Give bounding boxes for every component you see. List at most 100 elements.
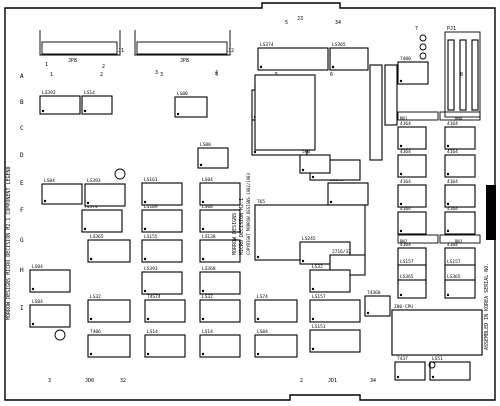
ic-chip-label: LS51 (432, 356, 443, 362)
ic-chip-label: LS14 (84, 90, 95, 96)
ic-chip-label: LS04 (257, 329, 268, 335)
rn2-label: RN2 (400, 239, 408, 244)
connector-jd0-pin-32: 32 (120, 378, 126, 384)
ic-chip-body (197, 147, 229, 169)
serial-number-bar (486, 185, 496, 240)
pin1-marker (201, 200, 205, 204)
connector-j3-pin-34: 34 (335, 20, 341, 26)
ic-chip-body (41, 183, 83, 205)
ic-chip-body (199, 271, 241, 295)
pin1-marker (89, 257, 93, 261)
ic-chip-label: LS04 (44, 178, 55, 184)
pin1-marker (86, 201, 90, 205)
ic-chip-body (81, 209, 123, 233)
pin1-marker (41, 109, 45, 113)
pin1-marker (311, 175, 315, 179)
connector-jd1-pin-34: 34 (370, 378, 376, 384)
ic-chip-label: 7406 (90, 329, 101, 335)
ic-chip-body (257, 47, 329, 71)
ic-chip-body (144, 334, 186, 358)
pin1-marker (396, 375, 400, 379)
ic-chip-body (87, 334, 131, 358)
ic-chip-label: 765 (257, 199, 265, 205)
pin1-marker (446, 144, 450, 148)
connector-jp8-label: JP8 (68, 58, 77, 64)
ic-chip-body (199, 209, 241, 233)
ic-chip-label: Z80-CPU (394, 304, 413, 310)
pin1-marker (399, 172, 403, 176)
ic-chip-label: 4164 (447, 206, 458, 212)
ic-chip-label: 74368 (367, 290, 381, 296)
ic-chip-label: LS04 (202, 177, 213, 183)
pin1-marker (399, 79, 403, 83)
ic-chip-body (429, 361, 471, 381)
ic-chip-label: 4164 (400, 149, 411, 155)
left-legend: MORROW DESIGNS MICRO DECISION M2.1 COMPO… (6, 166, 12, 320)
pin1-marker (256, 255, 260, 259)
ic-chip-label: 4164 (447, 121, 458, 127)
ic-chip-body (141, 239, 183, 263)
pin1-marker (176, 112, 180, 116)
ic-chip-label: LS374 (260, 42, 274, 48)
pin1-marker (331, 65, 335, 69)
pin1-marker (301, 259, 305, 263)
pin1-marker (446, 202, 450, 206)
center-text-1: MORROW DESIGNS (232, 213, 238, 255)
pin1-marker (43, 199, 47, 203)
pin1-marker (301, 168, 305, 172)
pin1-marker (311, 317, 315, 321)
ic-chip-body (29, 269, 71, 293)
ic-chip-label: LS365 (447, 274, 461, 280)
ic-chip-label: LS08 (202, 204, 213, 210)
large-ic-6821-area (254, 64, 483, 356)
ic-chip-label: LS138 (202, 234, 216, 240)
ic-chip-body (87, 299, 131, 323)
ic-chip-body (87, 239, 131, 263)
ic-chip-label: 500 (302, 149, 310, 155)
ic-chip-body (81, 95, 113, 115)
ic-chip-label: LS161 (144, 177, 158, 183)
row-letter: B (20, 99, 24, 106)
right-legend: ASSEMBLED IN KOREA SERIAL NO. (484, 263, 490, 350)
pin1-marker (399, 202, 403, 206)
ic-chip-label: LS365 (400, 274, 414, 280)
ic-chip-body (397, 126, 427, 150)
ic-chip-body (299, 154, 331, 174)
ic-chip-body (309, 299, 361, 323)
column-number: 6 (330, 72, 333, 78)
ic-chip-label: LS365 (332, 42, 346, 48)
pin1-marker (199, 163, 203, 167)
right-legend-text: ASSEMBLED IN KOREA SERIAL NO. (484, 263, 490, 350)
ic-chip-body (444, 211, 476, 235)
ic-chip-label: LS393 (144, 266, 158, 272)
ic-chip-body (39, 95, 81, 115)
ic-chip-label: LS08 (200, 142, 211, 148)
ic-chip-label: 4164 (400, 242, 411, 248)
ic-chip-label: LS368 (202, 266, 216, 272)
ic-chip-body (397, 211, 427, 235)
ic-chip-body (199, 299, 241, 323)
connector-pj1-label: PJ1 (447, 26, 456, 32)
center-legend: MORROW DESIGNS MICRO DECISION M2.1 COPYR… (232, 173, 251, 255)
connector-pin-2: 2 (102, 64, 105, 70)
ic-chip-body (444, 154, 476, 178)
ic-chip-label: LS245 (302, 236, 316, 242)
ic-chip-label: LS157 (400, 259, 414, 265)
ic-chip-body (29, 304, 71, 328)
ic-chip-body (199, 239, 241, 263)
row-letter: I (20, 305, 24, 312)
ic-chip-label: 4164 (400, 179, 411, 185)
ic-chip-body (327, 182, 369, 206)
ic-chip-label: LS365 (90, 234, 104, 240)
ic-chip-label: 4164 (447, 242, 458, 248)
resistor-networks: RN1 RN2 RN4 RN3 (397, 111, 481, 244)
connector-pin-1: 1 (45, 62, 48, 68)
ic-chip-label: LS14 (202, 329, 213, 335)
ic-chip-label: 4164 (447, 179, 458, 185)
pin1-marker (201, 257, 205, 261)
pin1-marker (201, 352, 205, 356)
pin1-marker (31, 322, 35, 326)
ic-chip-body (364, 295, 391, 317)
pin1-marker (446, 229, 450, 233)
connector-pin-3: 3 (155, 70, 158, 76)
